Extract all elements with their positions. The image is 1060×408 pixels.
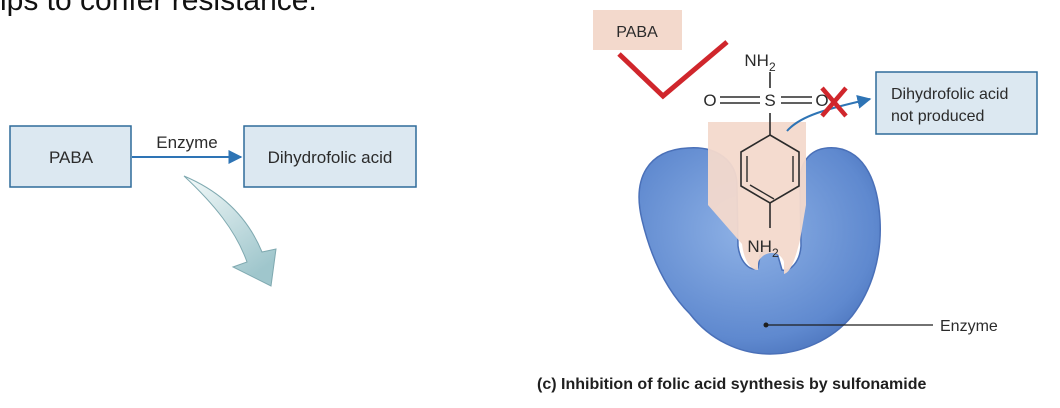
sulfonyl-sulfur: S: [764, 91, 775, 110]
dihydrofolic-acid-label: Dihydrofolic acid: [268, 148, 393, 167]
right-inhibition-diagram: PABA NH2 O S O NH2: [537, 10, 1038, 393]
sulfonyl-oxygen-right: O: [815, 91, 828, 110]
benzene-double-bond-bottom: [749, 184, 775, 200]
paba-box-label: PABA: [49, 148, 94, 167]
top-amine-group: NH2: [744, 51, 776, 74]
paba-tag: [593, 10, 682, 50]
blocked-pathway-arrow: [786, 94, 872, 132]
red-x-icon: [820, 86, 848, 118]
figure-caption: (c) Inhibition of folic acid synthesis b…: [537, 376, 926, 393]
enzyme-arrow-label: Enzyme: [156, 133, 217, 152]
paba-tag-label: PABA: [616, 24, 658, 41]
enzyme-label: Enzyme: [940, 318, 998, 335]
paba-box: [9, 125, 132, 188]
bottom-amine-group: NH2: [747, 237, 779, 260]
not-produced-line2: not produced: [891, 108, 984, 125]
sulfonyl-oxygen-left: O: [703, 91, 716, 110]
dihydrofolic-acid-box: [243, 125, 417, 188]
not-produced-box: [875, 71, 1038, 135]
not-produced-line1: Dihydrofolic acid: [891, 86, 1008, 103]
left-pathway: PABA Enzyme Dihydrofolic acid: [9, 125, 417, 287]
slide-heading-fragment: ips to confer resistance.: [0, 0, 317, 17]
red-check-mark-icon: [617, 40, 729, 100]
curved-transition-arrow-icon: [183, 175, 277, 287]
paba-binding-highlight: [708, 122, 806, 274]
